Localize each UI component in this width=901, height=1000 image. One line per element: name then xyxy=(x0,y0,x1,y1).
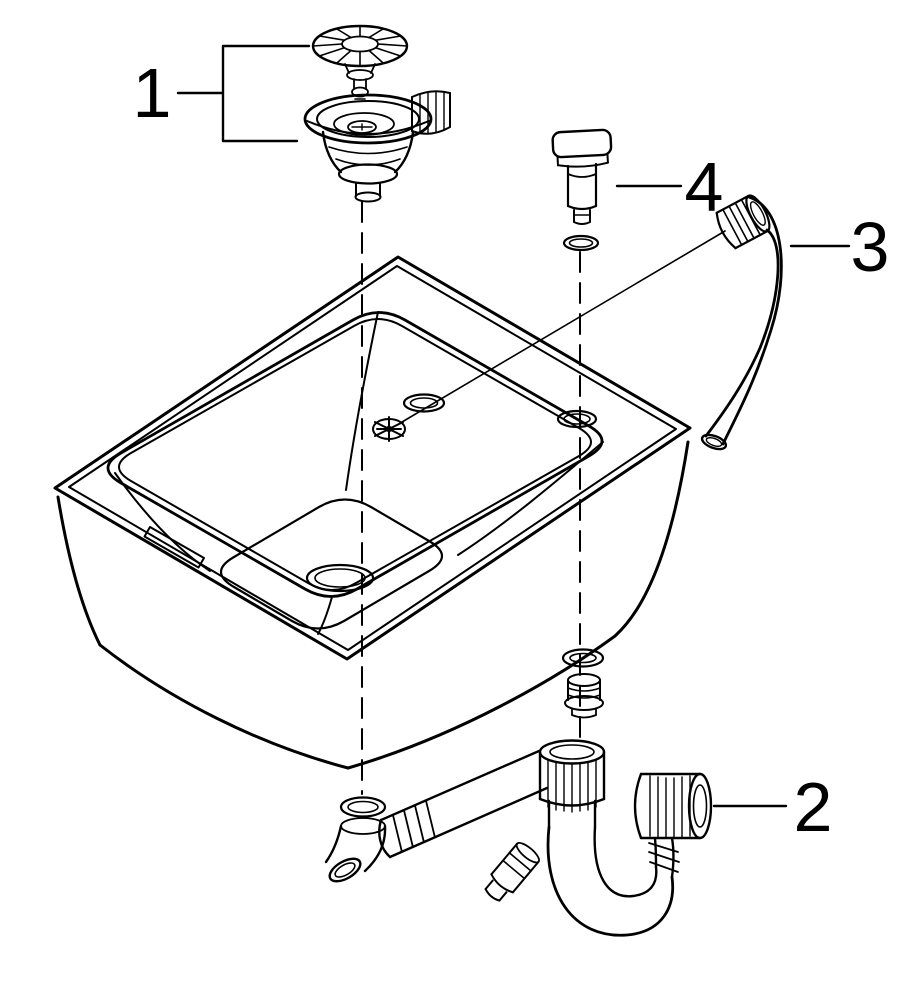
trap-inlet-elbow xyxy=(324,817,387,883)
sink-rim-outer xyxy=(53,255,692,661)
basin-bottom xyxy=(219,498,444,630)
part1-label: 1 xyxy=(133,54,172,132)
sink-body-edges xyxy=(56,440,690,770)
strainer-locknut xyxy=(411,90,451,135)
strainer-cap xyxy=(311,24,409,100)
overflow-gasket-washer xyxy=(402,393,446,413)
overflow-knob xyxy=(551,128,613,225)
overflow-axis-line xyxy=(401,230,726,423)
trap-branch xyxy=(484,841,540,902)
trap-nut-center xyxy=(538,739,606,813)
part1-bracket xyxy=(176,44,311,143)
strainer-cup xyxy=(321,130,415,203)
strainer-body xyxy=(303,90,451,203)
trap-horizontal-pipe xyxy=(378,749,549,859)
basin-walls xyxy=(114,311,604,635)
deck-nipple xyxy=(564,673,604,719)
overflow-hose xyxy=(700,195,783,451)
sink-logo-plate xyxy=(143,526,205,569)
trap-right-nut xyxy=(633,772,713,840)
trap-oring xyxy=(339,796,387,818)
part2-label: 2 xyxy=(794,768,833,846)
trap-u-bend xyxy=(546,799,680,937)
faucet-hole xyxy=(556,409,598,429)
part3-label: 3 xyxy=(851,208,890,286)
knob-oring xyxy=(562,234,600,252)
sink-basin xyxy=(53,255,692,770)
deck-oring xyxy=(561,648,605,668)
drain-hole xyxy=(305,563,375,593)
drain-gasket-star xyxy=(372,416,406,442)
strainer-plug-stem xyxy=(344,63,376,100)
drain-trap xyxy=(324,739,713,937)
